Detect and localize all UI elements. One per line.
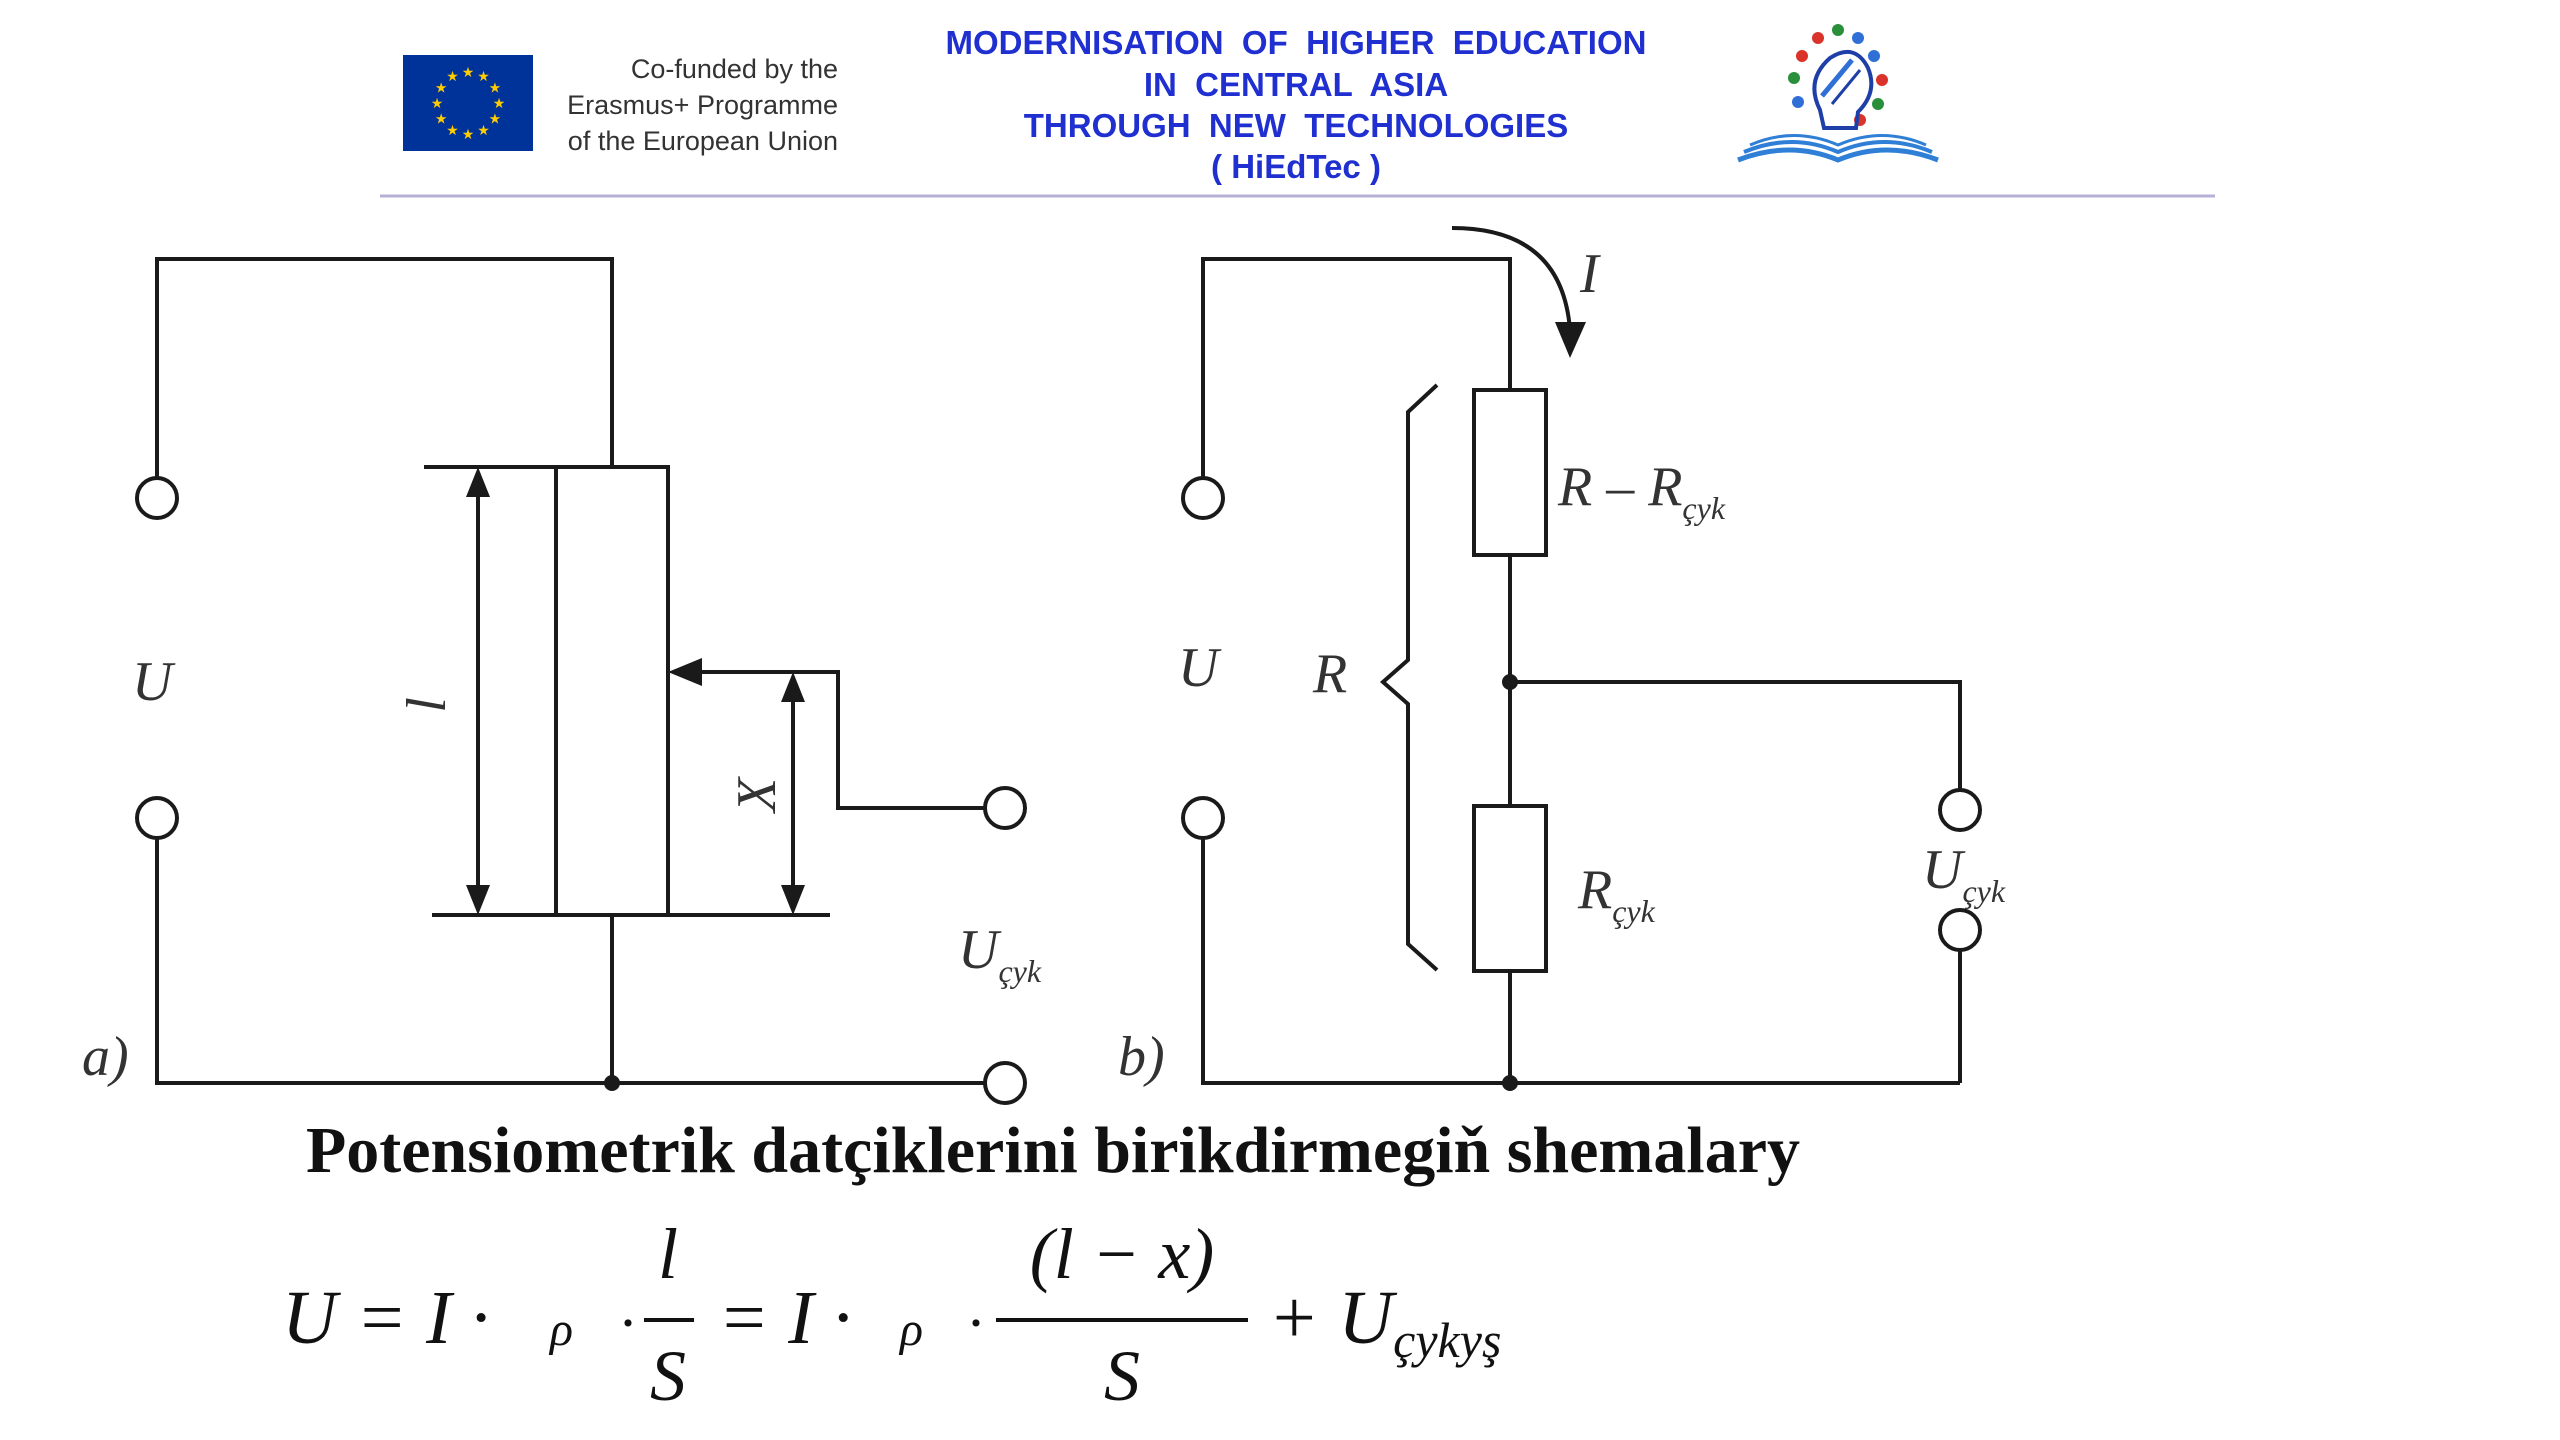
eu-star-icon: ★ (431, 97, 444, 112)
supply-voltage-label-a: U (132, 651, 176, 713)
total-resistance-label: R (1312, 643, 1347, 705)
output-voltage-sub-a: çyk (998, 953, 1041, 989)
header: ★★★★★★★★★★★★ Co-funded by the Erasmus+ P… (380, 24, 2215, 198)
lower-resistor-sub: çyk (1612, 893, 1655, 929)
project-title-line-3: THROUGH NEW TECHNOLOGIES (1024, 107, 1569, 144)
eu-star-icon: ★ (477, 70, 490, 85)
panel-label-b: b) (1118, 1026, 1165, 1088)
formula: U = I · ρ · l S = I · ρ · (l − x) S + Uç… (282, 1214, 1501, 1416)
output-voltage-sub-b: çyk (1962, 873, 2005, 909)
supply-voltage-label-b: U (1178, 637, 1222, 699)
diagram-b-labels: I U R R – Rçyk Rçyk Uçyk b) (1118, 243, 2006, 1088)
resistor-lower (1472, 804, 1548, 973)
terminal-b-output-top (1938, 788, 1982, 832)
formula-rho-2: ρ (898, 1303, 923, 1356)
diagram-b (1181, 226, 1982, 1091)
junction-b-bottom (1502, 1075, 1518, 1091)
formula-frac2-denominator: S (1104, 1336, 1140, 1416)
wire-a-bottom (155, 838, 985, 1085)
formula-frac2-numerator: (l − x) (1030, 1214, 1215, 1294)
project-title-line-1: MODERNISATION OF HIGHER EDUCATION (946, 24, 1647, 61)
formula-lhs: U = I · (282, 1276, 508, 1360)
diagram-caption: Potensiometrik datçiklerini birikdirmegi… (306, 1114, 1800, 1187)
eu-star-icon: ★ (446, 124, 459, 139)
eu-star-icon: ★ (435, 113, 448, 128)
formula-rho-1: ρ (548, 1303, 573, 1356)
formula-frac1-denominator: S (650, 1336, 686, 1416)
terminal-b-supply-bottom (1181, 796, 1225, 840)
eu-star-icon: ★ (489, 82, 502, 97)
formula-frac1-numerator: l (658, 1214, 678, 1294)
output-voltage-label-b: Uçyk (1922, 839, 2006, 909)
diagram-a-labels: U l X Uçyk a) (82, 651, 1042, 1088)
panel-label-a: a) (82, 1026, 129, 1088)
eu-star-icon: ★ (462, 66, 475, 81)
length-label: l (396, 697, 458, 713)
upper-resistor-label: R – Rçyk (1557, 456, 1726, 526)
formula-dot-2: · (966, 1290, 986, 1356)
current-label: I (1579, 243, 1601, 305)
terminal-b-output-bottom (1938, 908, 1982, 952)
cofunded-line-3: of the European Union (568, 126, 838, 156)
terminal-a-output-top (983, 786, 1027, 830)
eu-star-icon: ★ (477, 124, 490, 139)
output-voltage-label-a: Uçyk (958, 919, 1042, 989)
diagram-a (135, 257, 1027, 1105)
formula-mid: = I · (718, 1276, 871, 1360)
wire-b-output-top (1510, 680, 1962, 790)
hiedtec-logo (1737, 24, 1939, 163)
formula-tail-sub: çykyş (1393, 1312, 1501, 1368)
cofunded-line-1: Co-funded by the (631, 54, 838, 84)
wire-b-top (1201, 257, 1512, 478)
total-resistance-brace (1379, 383, 1439, 972)
eu-star-icon: ★ (435, 82, 448, 97)
eu-flag-logo: ★★★★★★★★★★★★ (403, 55, 533, 151)
wire-b-bottom (1201, 838, 1960, 1085)
resistor-upper (1472, 388, 1548, 557)
formula-dot-1: · (618, 1290, 638, 1356)
current-arrow (1451, 226, 1572, 331)
wiper-arrow (668, 658, 702, 686)
terminal-a-output-bottom (983, 1061, 1027, 1105)
eu-star-icon: ★ (493, 97, 506, 112)
terminal-a-supply-top (135, 476, 179, 520)
eu-star-icon: ★ (462, 128, 475, 143)
wiper-wire (700, 670, 985, 810)
terminal-b-supply-top (1181, 476, 1225, 520)
junction-b-mid (1502, 674, 1518, 690)
cofunded-line-2: Erasmus+ Programme (567, 90, 838, 120)
junction-a (604, 1075, 620, 1091)
wire-a-top (155, 257, 614, 478)
project-title-line-4: ( HiEdTec ) (1211, 148, 1381, 185)
lower-resistor-label: Rçyk (1577, 859, 1656, 929)
project-title-line-2: IN CENTRAL ASIA (1144, 66, 1448, 103)
resistor-a (554, 465, 670, 917)
position-label: X (726, 775, 788, 814)
eu-star-icon: ★ (446, 70, 459, 85)
formula-tail: + Uçykyş (1268, 1276, 1501, 1368)
upper-resistor-sub: çyk (1682, 490, 1725, 526)
terminal-a-supply-bottom (135, 796, 179, 840)
eu-star-icon: ★ (489, 113, 502, 128)
